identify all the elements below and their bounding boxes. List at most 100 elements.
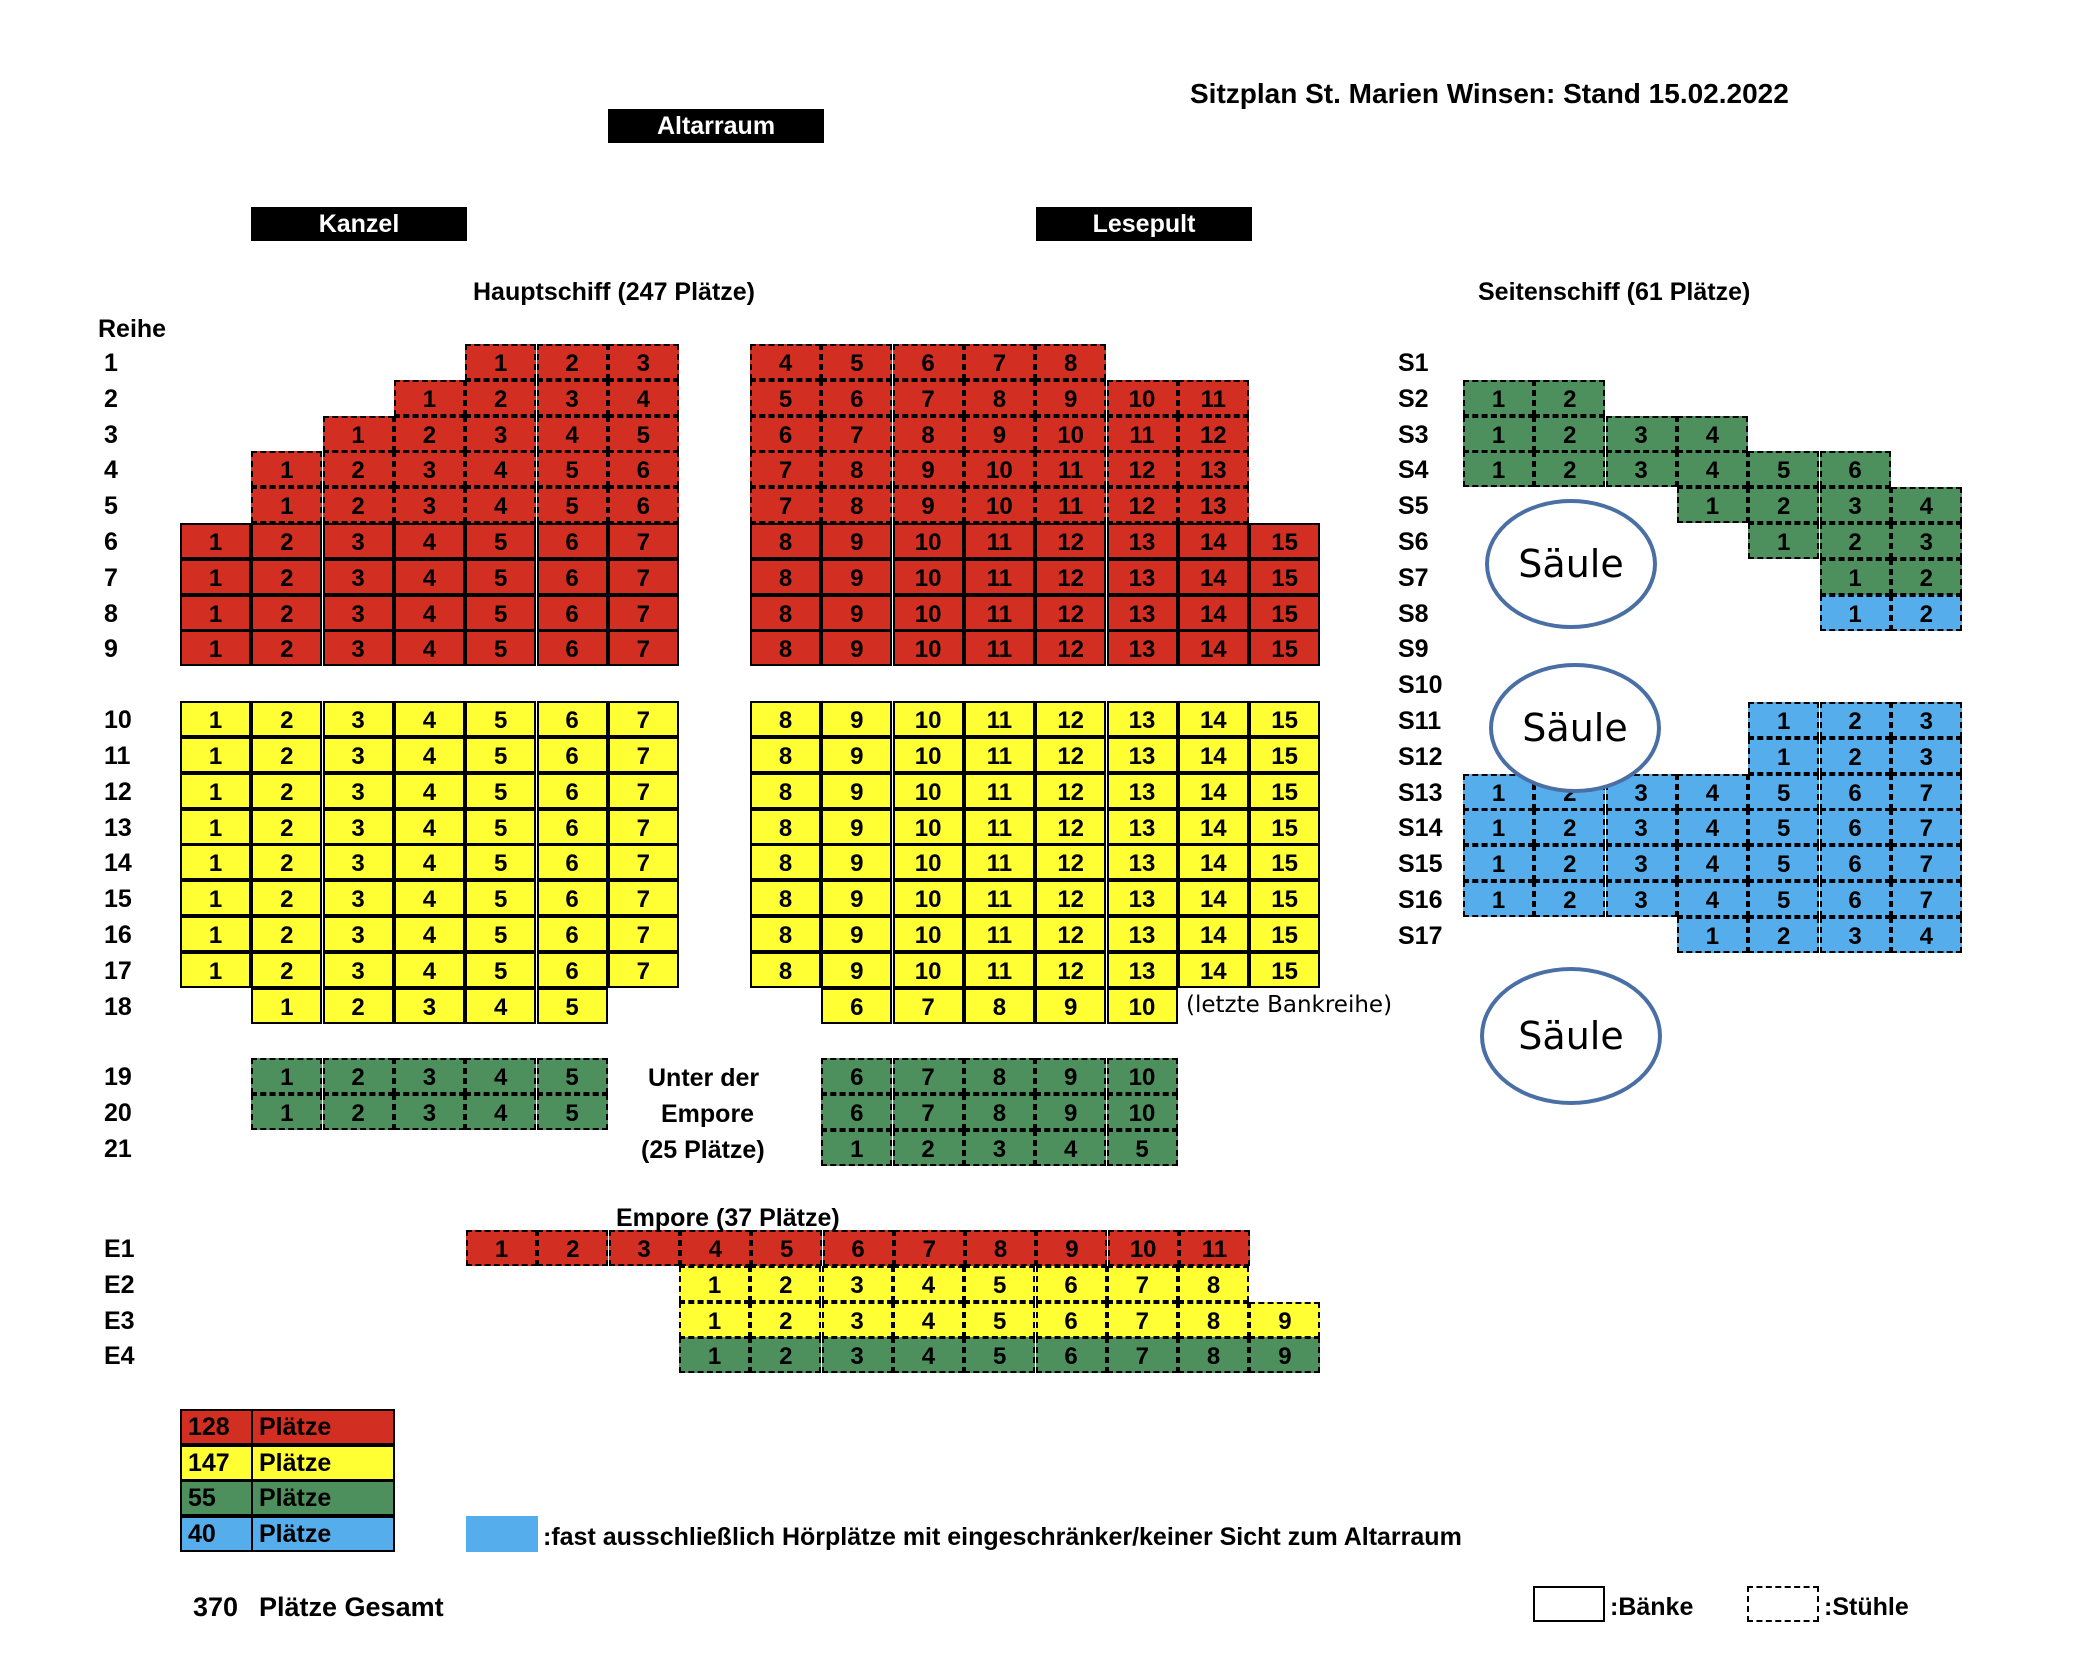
seat-right: 11 bbox=[963, 737, 1035, 773]
seat-left: 6 bbox=[536, 558, 608, 595]
seat-right: 12 bbox=[1035, 523, 1107, 559]
seat-left: 1 bbox=[465, 344, 537, 380]
seat-right: 11 bbox=[963, 808, 1035, 845]
seat-right: 12 bbox=[1177, 415, 1249, 452]
seat-left: 3 bbox=[322, 558, 394, 595]
seat-left: 6 bbox=[536, 880, 608, 917]
seat-right: 12 bbox=[1106, 487, 1178, 524]
seat-left: 2 bbox=[251, 951, 323, 988]
seat-left: 3 bbox=[322, 772, 394, 809]
seat-right: 8 bbox=[750, 951, 821, 988]
legend-count: 147 bbox=[180, 1444, 253, 1481]
seat-left: 3 bbox=[393, 1058, 465, 1095]
seat-right: 10 bbox=[963, 487, 1035, 524]
seat-right: 11 bbox=[963, 772, 1035, 809]
side-seat: 3 bbox=[1605, 415, 1677, 452]
seat-right: 9 bbox=[1035, 987, 1107, 1024]
seat-left: 4 bbox=[393, 772, 465, 809]
seat-right: 15 bbox=[1249, 808, 1321, 845]
seat-right: 7 bbox=[892, 1058, 964, 1095]
total-label: Plätze Gesamt bbox=[259, 1592, 444, 1622]
seat-left: 7 bbox=[607, 737, 679, 773]
seat-right: 10 bbox=[892, 630, 964, 667]
seat-right: 11 bbox=[963, 630, 1035, 667]
seat-right: 10 bbox=[892, 844, 964, 881]
seat-left: 4 bbox=[465, 1058, 537, 1095]
gallery-seat: 9 bbox=[1249, 1301, 1321, 1338]
seat-left: 5 bbox=[465, 880, 537, 917]
seat-right: 11 bbox=[963, 951, 1035, 988]
seat-right: 12 bbox=[1035, 594, 1107, 631]
side-seat: 1 bbox=[1463, 845, 1534, 882]
seat-right: 11 bbox=[963, 558, 1035, 595]
row-label: 20 bbox=[104, 1099, 132, 1128]
gallery-seat: 3 bbox=[608, 1230, 680, 1266]
seat-right: 11 bbox=[963, 880, 1035, 917]
blue-note: :fast ausschließlich Hörplätze mit einge… bbox=[543, 1523, 1462, 1551]
seat-left: 2 bbox=[465, 379, 537, 416]
row-label: 2 bbox=[104, 384, 118, 413]
seat-left: 2 bbox=[393, 415, 465, 452]
seat-left: 6 bbox=[536, 523, 608, 559]
seat-right: 4 bbox=[1035, 1130, 1107, 1166]
gallery-seat: 1 bbox=[466, 1230, 537, 1266]
seat-right: 14 bbox=[1177, 880, 1249, 917]
side-seat: 1 bbox=[1748, 523, 1820, 559]
seat-left: 1 bbox=[180, 916, 251, 952]
seat-right: 10 bbox=[892, 594, 964, 631]
side-row-label: S10 bbox=[1398, 671, 1443, 700]
gallery-seat: 1 bbox=[679, 1265, 750, 1302]
gallery-row-label: E3 bbox=[104, 1306, 135, 1335]
side-seat: 3 bbox=[1605, 881, 1677, 917]
side-seat: 1 bbox=[1463, 379, 1534, 416]
seat-right: 13 bbox=[1106, 844, 1178, 881]
side-seat: 7 bbox=[1890, 773, 1962, 810]
seat-left: 3 bbox=[322, 951, 394, 988]
seat-right: 10 bbox=[1106, 379, 1178, 416]
seat-right: 14 bbox=[1177, 772, 1249, 809]
seat-left: 2 bbox=[251, 523, 323, 559]
gallery-seat: 6 bbox=[822, 1230, 894, 1266]
seat-left: 7 bbox=[607, 558, 679, 595]
side-seat: 2 bbox=[1819, 523, 1891, 559]
seat-right: 15 bbox=[1249, 630, 1321, 667]
seat-right: 14 bbox=[1177, 558, 1249, 595]
seat-left: 4 bbox=[393, 880, 465, 917]
pillar-3: Säule bbox=[1480, 967, 1662, 1105]
seat-right: 7 bbox=[892, 379, 964, 416]
seat-right: 6 bbox=[750, 415, 821, 452]
seat-left: 3 bbox=[393, 987, 465, 1024]
side-seat: 7 bbox=[1890, 881, 1962, 917]
side-row-label: S8 bbox=[1398, 599, 1429, 628]
seat-right: 8 bbox=[892, 415, 964, 452]
seat-right: 12 bbox=[1106, 451, 1178, 488]
seat-right: 15 bbox=[1249, 701, 1321, 738]
side-seat: 5 bbox=[1748, 773, 1820, 810]
side-row-label: S15 bbox=[1398, 850, 1443, 879]
seat-left: 4 bbox=[465, 1094, 537, 1131]
side-seat: 2 bbox=[1748, 916, 1820, 953]
legend-label: Plätze bbox=[251, 1480, 395, 1516]
seat-left: 5 bbox=[465, 951, 537, 988]
seat-left: 3 bbox=[322, 630, 394, 667]
seat-right: 9 bbox=[892, 487, 964, 524]
altar-marker: Altarraum bbox=[608, 109, 824, 143]
seat-right: 8 bbox=[750, 772, 821, 809]
seat-left: 5 bbox=[465, 701, 537, 738]
seat-right: 7 bbox=[892, 987, 964, 1024]
seat-right: 11 bbox=[1035, 451, 1107, 488]
side-seat: 5 bbox=[1748, 451, 1820, 488]
row-label: 12 bbox=[104, 777, 132, 806]
seat-left: 2 bbox=[322, 1058, 394, 1095]
side-seat: 3 bbox=[1890, 523, 1962, 559]
seat-right: 15 bbox=[1249, 558, 1321, 595]
gallery-seat: 8 bbox=[1178, 1337, 1250, 1374]
seat-right: 8 bbox=[821, 487, 893, 524]
side-row-label: S6 bbox=[1398, 528, 1429, 556]
seat-left: 3 bbox=[607, 344, 679, 380]
seat-right: 6 bbox=[892, 344, 964, 380]
row-header: Reihe bbox=[98, 315, 167, 343]
seat-left: 4 bbox=[393, 737, 465, 773]
seat-left: 1 bbox=[180, 594, 251, 631]
gallery-seat: 9 bbox=[1036, 1230, 1108, 1266]
